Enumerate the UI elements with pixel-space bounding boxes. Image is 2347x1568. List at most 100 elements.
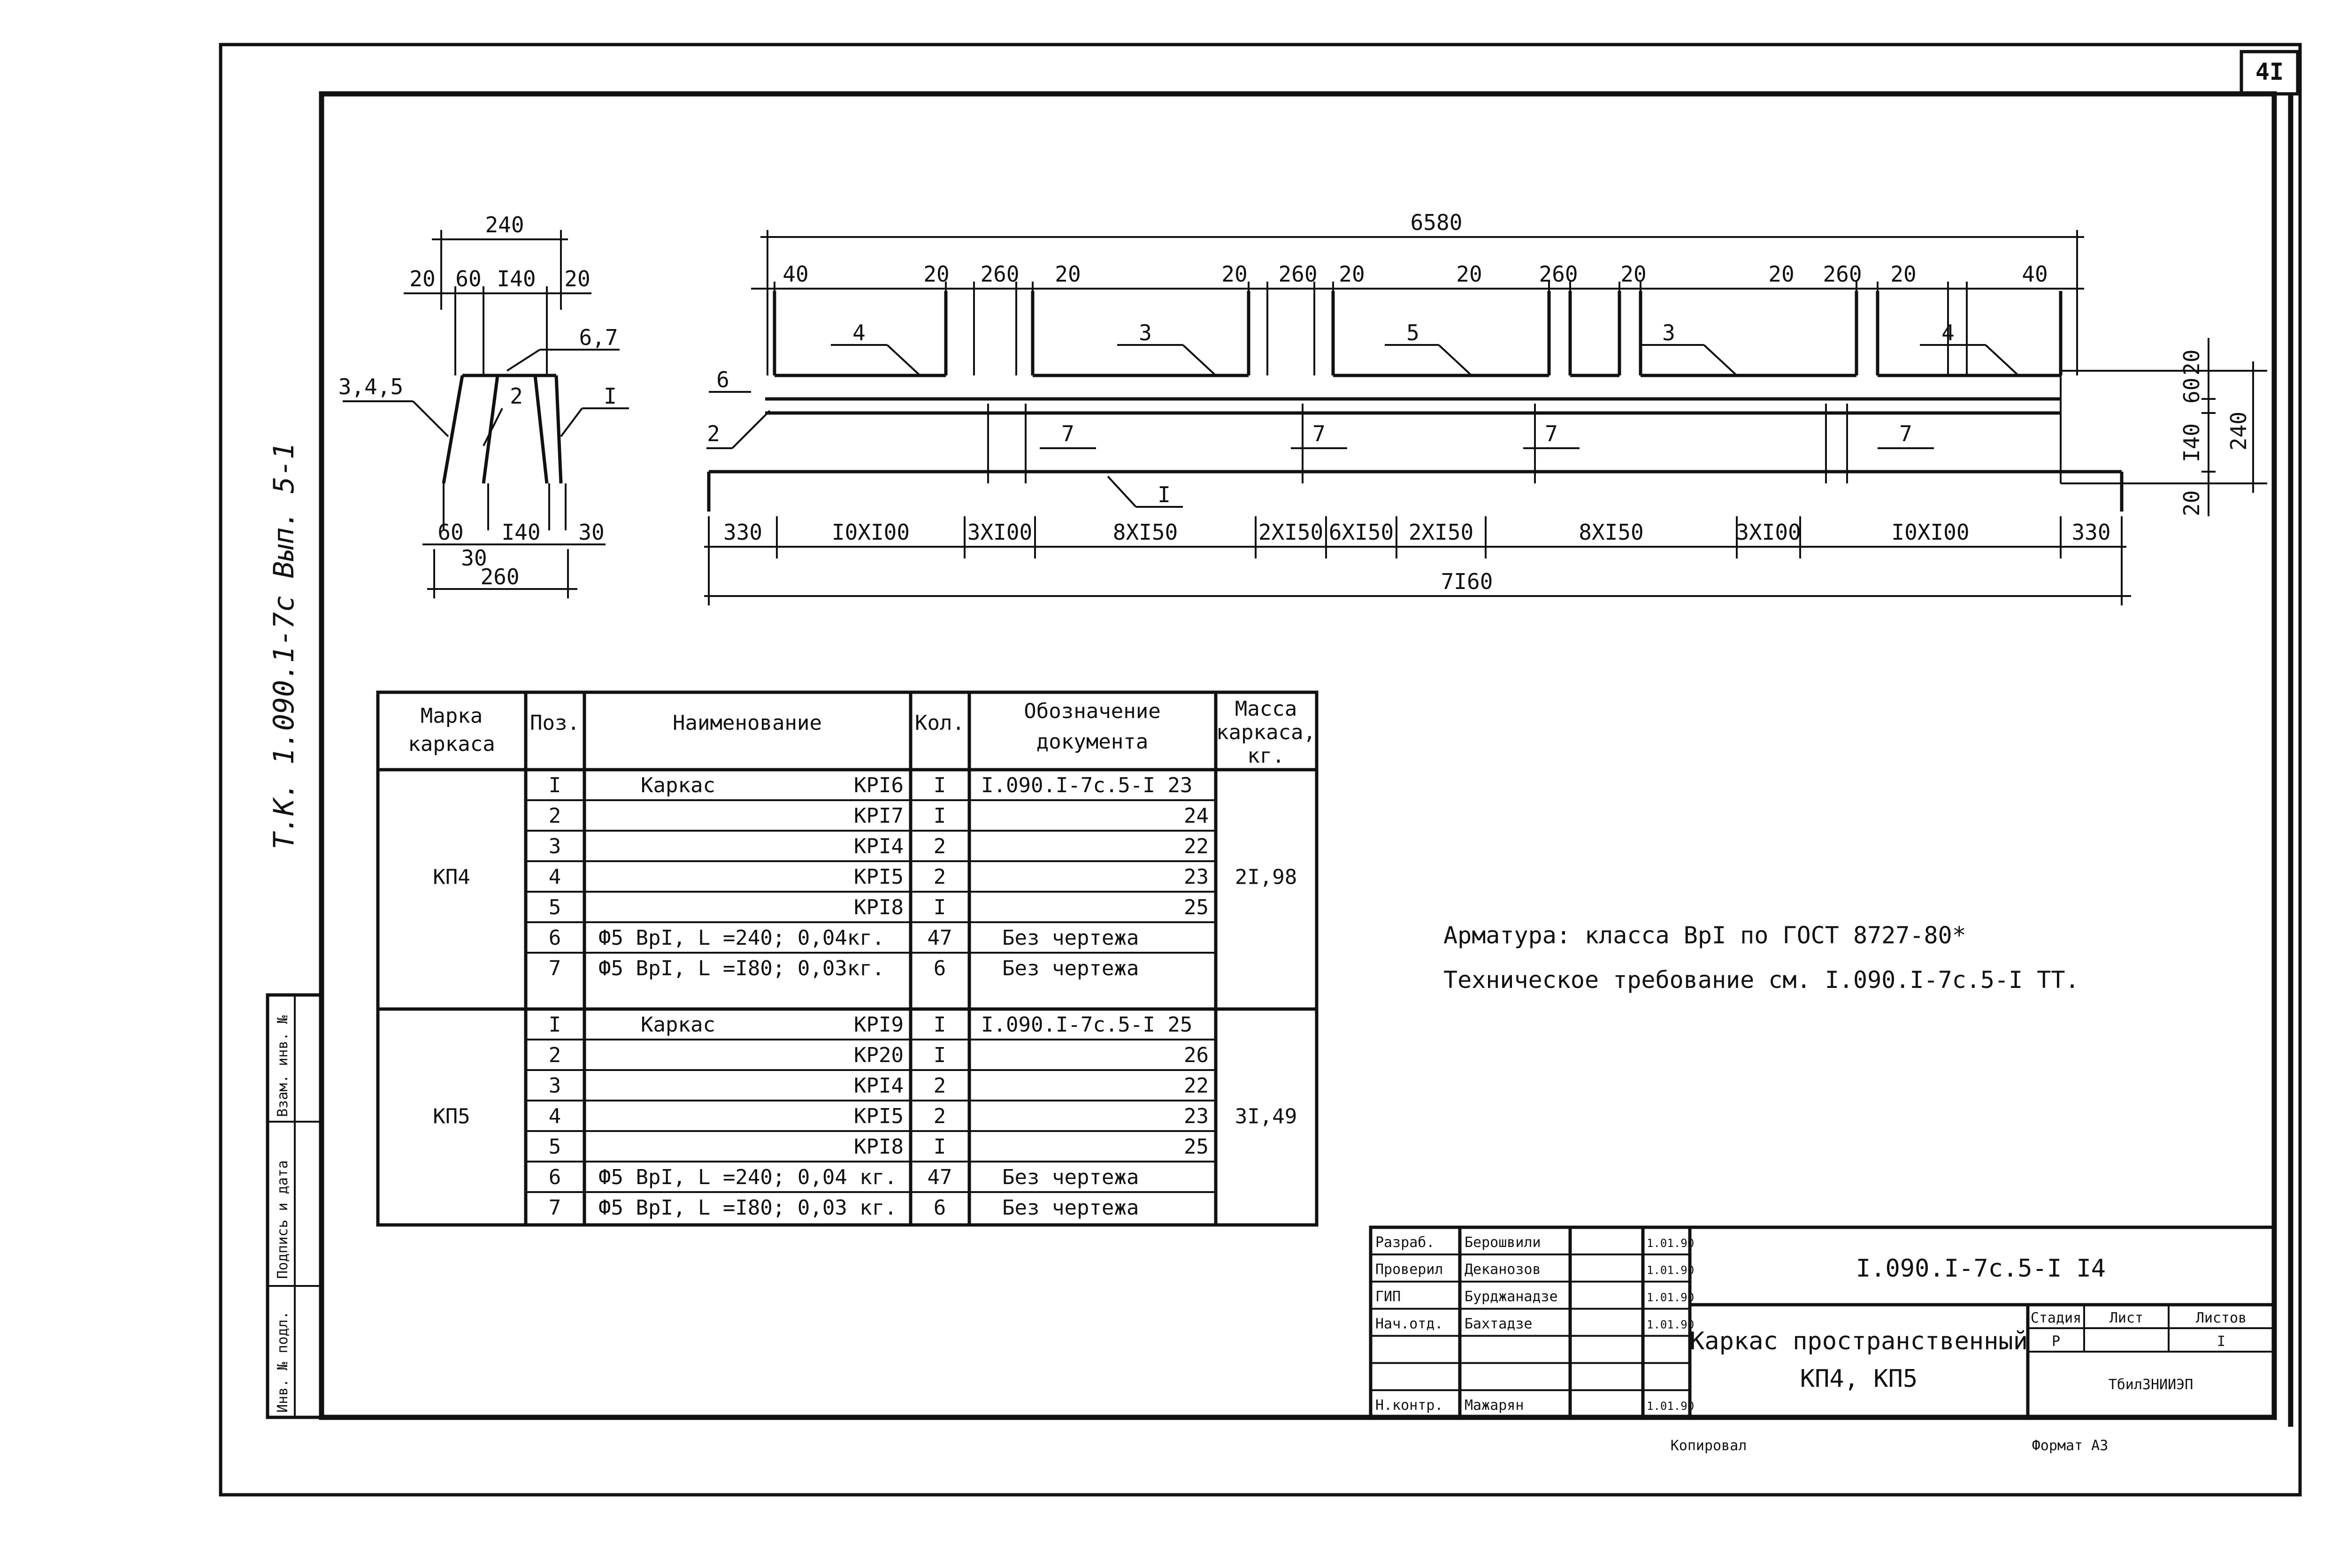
- top-segment-label: 20: [923, 261, 949, 287]
- cell-qty: I: [934, 804, 946, 828]
- cell-qty: 2: [934, 1104, 946, 1128]
- cell-doc: 23: [1184, 865, 1209, 889]
- cell-doc: Без чертежа: [1002, 926, 1139, 950]
- cell-doc: 25: [1184, 1135, 1209, 1159]
- top-segment-label: 260: [1539, 261, 1578, 287]
- top-segment-label: 20: [1055, 261, 1081, 287]
- cell-doc: 22: [1184, 1074, 1209, 1098]
- rod-label: 2: [707, 421, 720, 446]
- right-total: 240: [2226, 412, 2251, 451]
- sheets-header: Листов: [2196, 1310, 2247, 1326]
- tb-name: Бурджанадзе: [1465, 1289, 1558, 1305]
- cell-doc: 25: [1184, 895, 1209, 919]
- stage-value: Р: [2052, 1333, 2060, 1350]
- right-part: 60: [2179, 378, 2204, 404]
- cell-doc: I.090.I-7с.5-I 23: [981, 773, 1192, 797]
- cell-name: Каркас: [641, 1013, 715, 1037]
- cell-mass: 2I,98: [1235, 865, 1297, 889]
- organization: ТбилЗНИИЭП: [2109, 1377, 2194, 1393]
- cell-pos: 3: [549, 1074, 561, 1098]
- header-qty: Кол.: [915, 711, 965, 735]
- note-steel: Арматура: класса ВрI по ГОСТ 8727-80*: [1443, 922, 1966, 949]
- sheet-number-box: [2240, 50, 2300, 96]
- tb-name: Бахтадзе: [1465, 1316, 1533, 1332]
- header-mark-l2: каркаса: [408, 732, 495, 756]
- cell-mark: КП4: [433, 865, 470, 889]
- cell-qty: 6: [934, 956, 946, 980]
- cell-name: Ф5 ВрI, L =I80; 0,03кг.: [598, 956, 884, 980]
- cell-qty: 6: [934, 1196, 946, 1220]
- cell-pos: 6: [549, 926, 561, 950]
- bottom-segment-label: I0XI00: [832, 520, 910, 545]
- cell-pos: 7: [549, 1196, 561, 1220]
- bottom-segment-label: 330: [723, 520, 762, 545]
- section-top-part: 20: [564, 266, 590, 291]
- tb-date: 1.01.90: [1647, 1264, 1694, 1277]
- top-segment-label: 20: [1768, 261, 1794, 287]
- cell-pos: 4: [549, 1104, 561, 1128]
- section-bottom-width: 260: [480, 564, 519, 589]
- tb-role: Нач.отд.: [1375, 1316, 1443, 1332]
- bar-label: 3: [1662, 320, 1675, 345]
- elevation-top-overall: 6580: [1411, 210, 1463, 235]
- top-segment-label: 260: [1823, 261, 1862, 287]
- bar-label: 4: [852, 320, 866, 345]
- tb-name: Деканозов: [1465, 1262, 1541, 1278]
- tb-date: 1.01.90: [1647, 1291, 1694, 1304]
- cell-pos: 4: [549, 865, 561, 889]
- top-segment-label: 20: [1456, 261, 1482, 287]
- cell-qty: I: [934, 773, 946, 797]
- side-field-repl: Взам. инв. №: [275, 1015, 291, 1117]
- right-part: 20: [2179, 490, 2204, 516]
- cell-name: Ф5 ВрI, L =I80; 0,03 кг.: [598, 1196, 897, 1220]
- outer-border: [219, 43, 2302, 1497]
- title-line-1: Каркас пространственный: [1690, 1327, 2028, 1355]
- cell-name: Каркас: [641, 773, 715, 797]
- top-segment-label: 40: [2022, 261, 2048, 287]
- cell-pos: 7: [549, 956, 561, 980]
- tb-name: Берошвили: [1465, 1234, 1541, 1251]
- section-callout: I: [604, 383, 617, 409]
- right-part: 20: [2179, 350, 2204, 375]
- section-callout: 3,4,5: [338, 374, 403, 399]
- rod-label: 6: [716, 367, 729, 392]
- cell-code: КРI5: [854, 865, 904, 889]
- document-code: I.090.I-7с.5-I I4: [1856, 1254, 2106, 1283]
- bottom-segment-label: 3XI00: [967, 520, 1032, 545]
- header-name: Наименование: [673, 711, 822, 735]
- cell-code: КРI8: [854, 1135, 904, 1159]
- tb-date: 1.01.90: [1647, 1400, 1694, 1413]
- cell-pos: I: [549, 773, 561, 797]
- header-mark-l1: Марка: [421, 704, 483, 728]
- side-stamp: Т.К. 1.090.1-7с Вып. 5-1: [268, 443, 300, 849]
- cell-doc: I.090.I-7с.5-I 25: [981, 1013, 1192, 1037]
- tb-date: 1.01.90: [1647, 1318, 1694, 1331]
- top-segment-label: 20: [1620, 261, 1646, 287]
- format-label: Формат А3: [2032, 1438, 2109, 1454]
- header-doc-l2: документа: [1036, 730, 1148, 754]
- pos7-label: 7: [1312, 421, 1326, 446]
- pos7-label: 7: [1545, 421, 1558, 446]
- cell-code: КРI8: [854, 895, 904, 919]
- cell-pos: 5: [549, 895, 561, 919]
- sheet-number: 4I: [2255, 58, 2284, 85]
- cell-pos: 2: [549, 804, 561, 828]
- cell-qty: I: [934, 895, 946, 919]
- side-field-sign: Подпись и дата: [275, 1160, 291, 1279]
- cell-qty: I: [934, 1013, 946, 1037]
- rod-label: I: [1158, 482, 1171, 507]
- side-field-inv: Инв. № подл.: [275, 1311, 291, 1413]
- cell-mark: КП5: [433, 1105, 470, 1129]
- cell-code: КРI7: [854, 804, 904, 828]
- bar-label: 5: [1406, 320, 1419, 345]
- bottom-segment-label: 6XI50: [1329, 520, 1394, 545]
- section-top-part: 20: [409, 266, 435, 291]
- cell-name: Ф5 ВрI, L =240; 0,04кг.: [598, 926, 884, 950]
- tb-role: Проверил: [1375, 1262, 1443, 1278]
- sheet-header: Лист: [2109, 1310, 2143, 1326]
- header-doc-l1: Обозначение: [1024, 699, 1160, 723]
- header-mass-l2: каркаса,: [1216, 720, 1316, 744]
- top-segment-label: 20: [1339, 261, 1365, 287]
